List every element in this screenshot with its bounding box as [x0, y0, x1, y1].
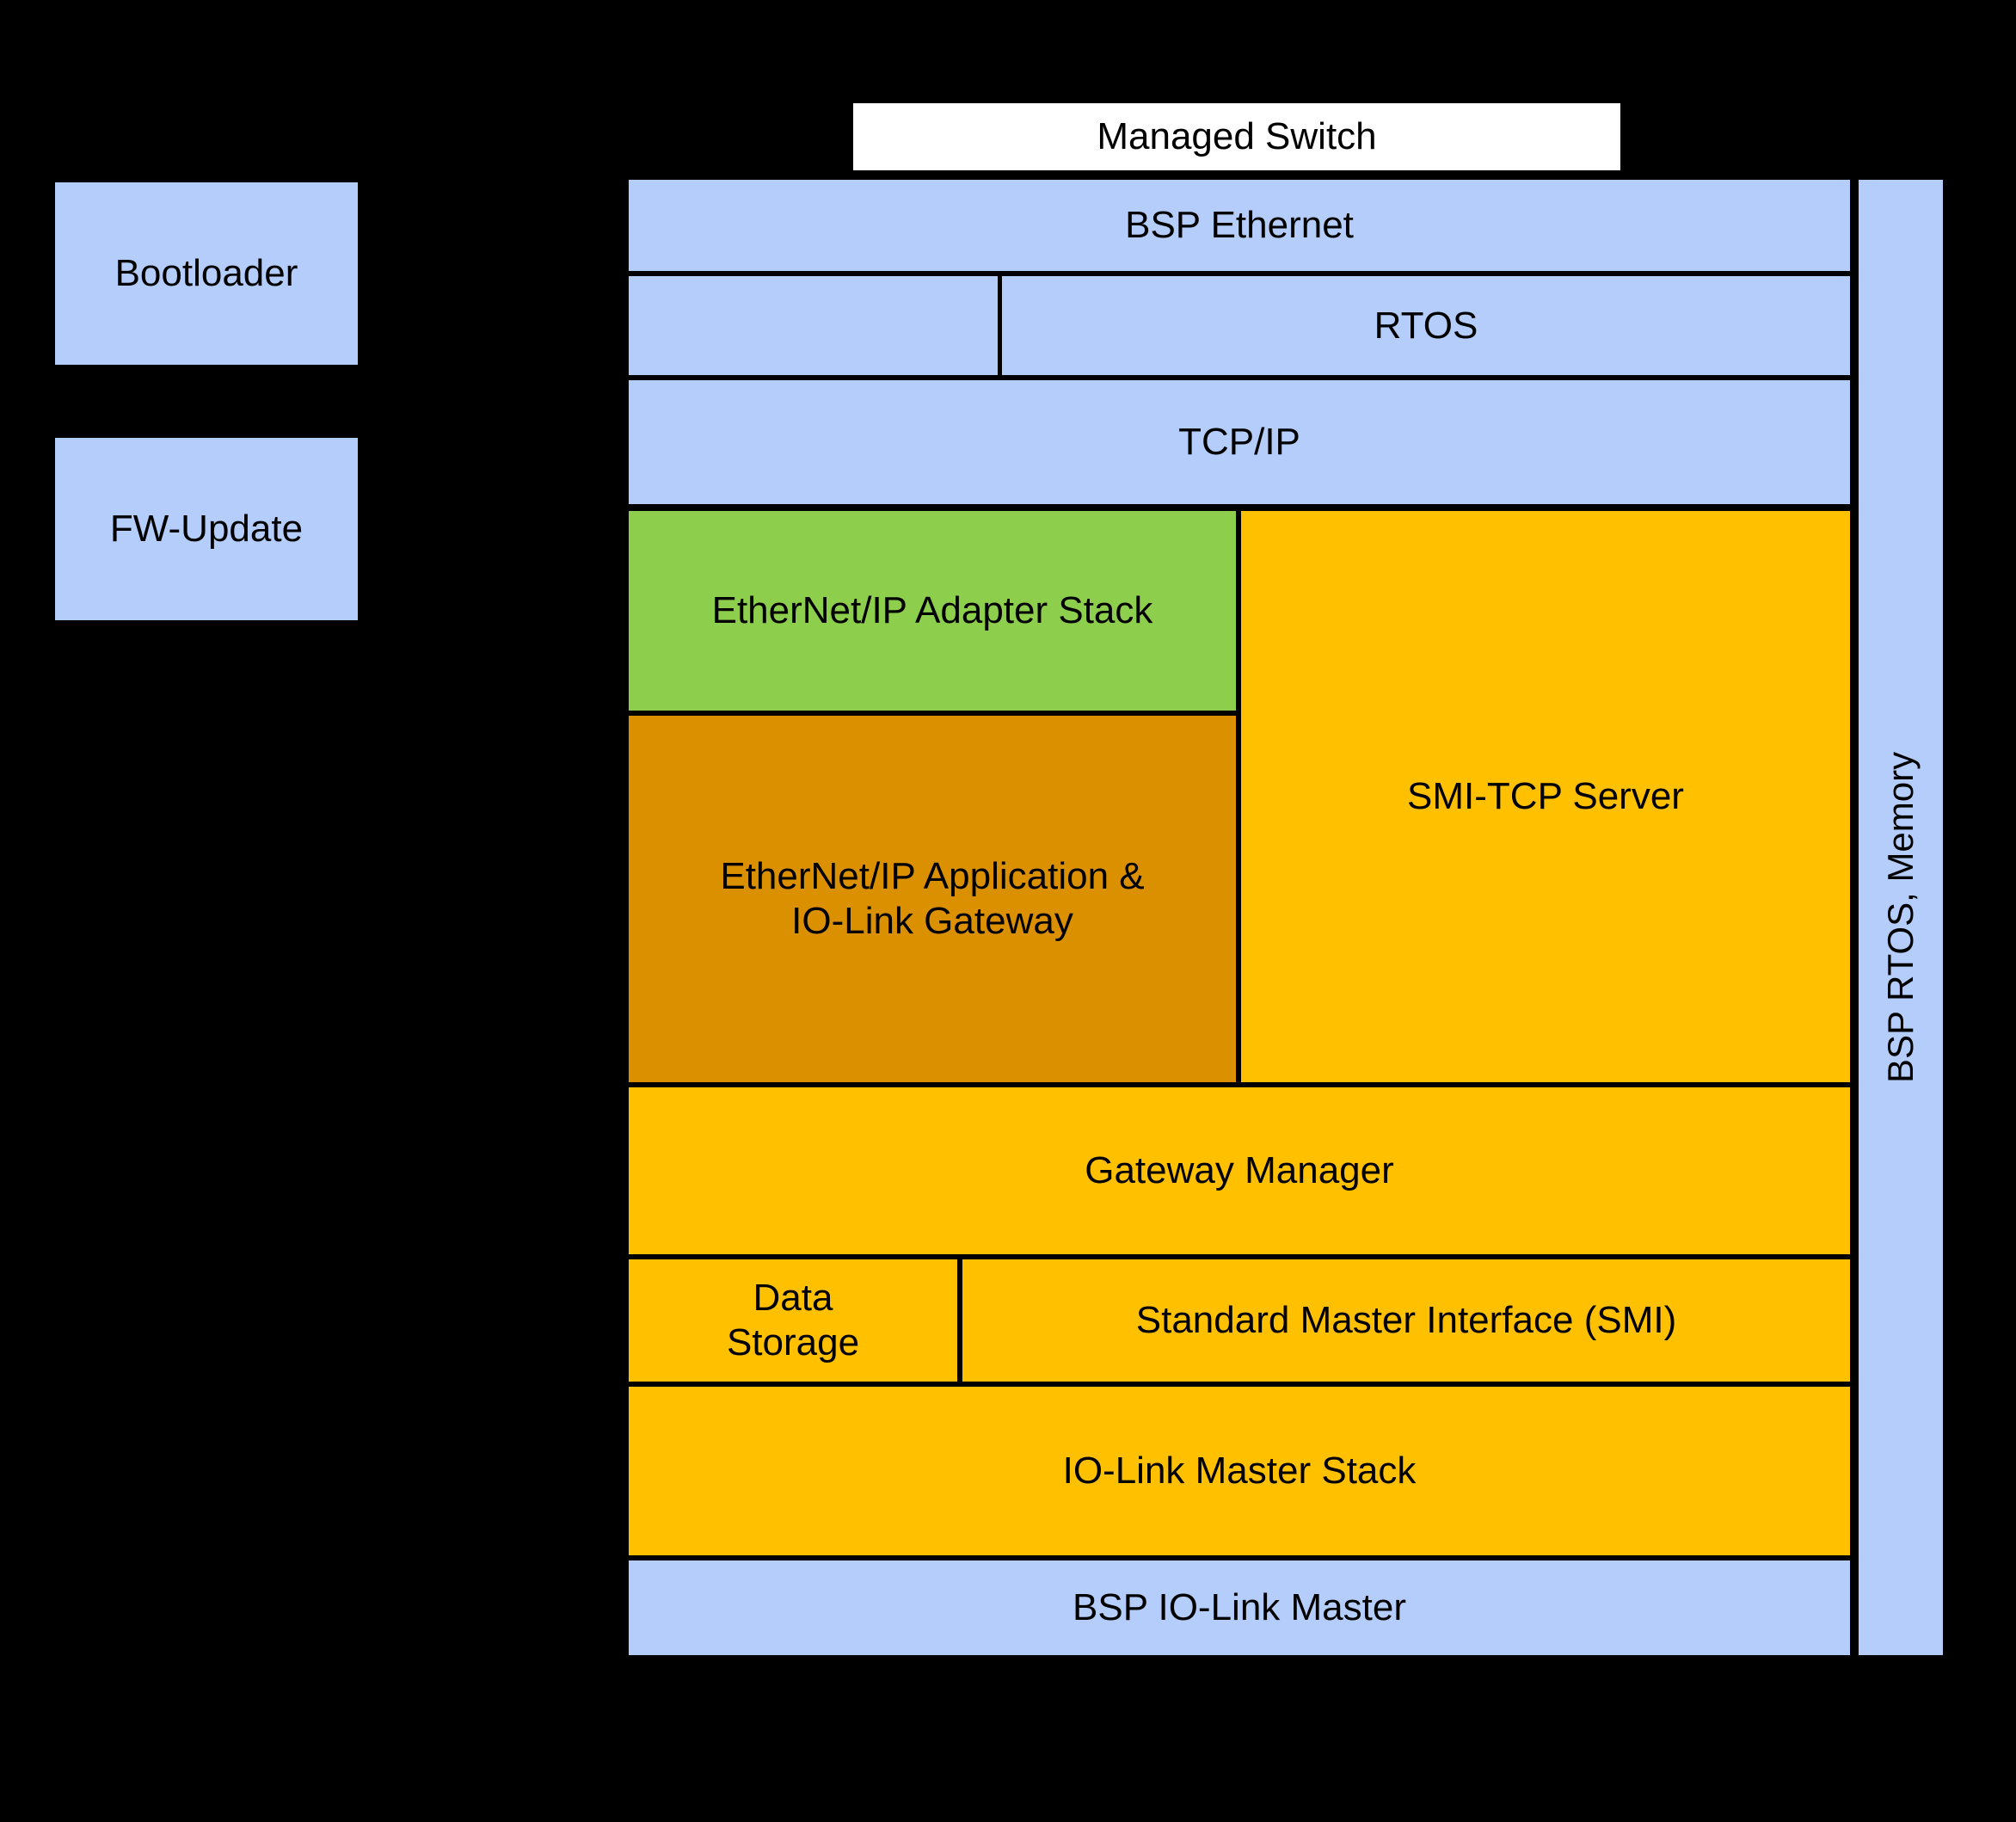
block-bsp-io-link-master: BSP IO-Link Master [625, 1557, 1853, 1659]
block-rtos-left-filler [625, 273, 1001, 379]
block-rtos: RTOS [999, 273, 1853, 379]
block-bsp-ethernet: BSP Ethernet [625, 176, 1853, 274]
block-fw-update: FW-Update [52, 434, 361, 624]
block-bsp-rtos-memory: BSP RTOS, Memory [1855, 176, 1946, 1659]
block-ethernetip-adapter-stack: EtherNet/IP Adapter Stack [625, 508, 1239, 714]
block-bootloader: Bootloader [52, 179, 361, 368]
block-io-link-master-stack: IO-Link Master Stack [625, 1383, 1853, 1559]
block-data-storage: Data Storage [625, 1256, 961, 1385]
block-smi-tcp-server: SMI-TCP Server [1238, 508, 1853, 1086]
block-tcp-ip: TCP/IP [625, 377, 1853, 508]
block-gateway-manager: Gateway Manager [625, 1084, 1853, 1258]
block-standard-master-interface: Standard Master Interface (SMI) [959, 1256, 1853, 1385]
block-ethernetip-application-io-link-gateway: EtherNet/IP Application & IO-Link Gatewa… [625, 712, 1239, 1086]
block-managed-switch: Managed Switch [850, 100, 1624, 174]
